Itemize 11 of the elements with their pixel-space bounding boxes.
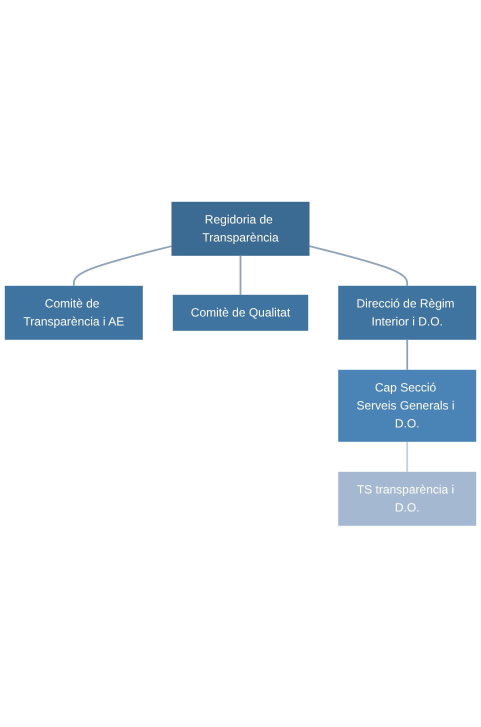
node-box: Regidoria de Transparència [172, 202, 310, 256]
node-box: Cap Secció Serveis Generals i D.O. [338, 370, 476, 442]
node-box: Comitè de Transparència i AE [4, 286, 143, 340]
connector [240, 256, 242, 294]
node-box: Direcció de Règim Interior i D.O. [338, 286, 476, 340]
connector [406, 340, 408, 370]
node-box: Comitè de Qualitat [172, 294, 308, 330]
connector [309, 245, 408, 286]
node-box: TS transparència i D.O. [338, 472, 476, 526]
connector [72, 245, 172, 286]
connector [406, 442, 408, 472]
